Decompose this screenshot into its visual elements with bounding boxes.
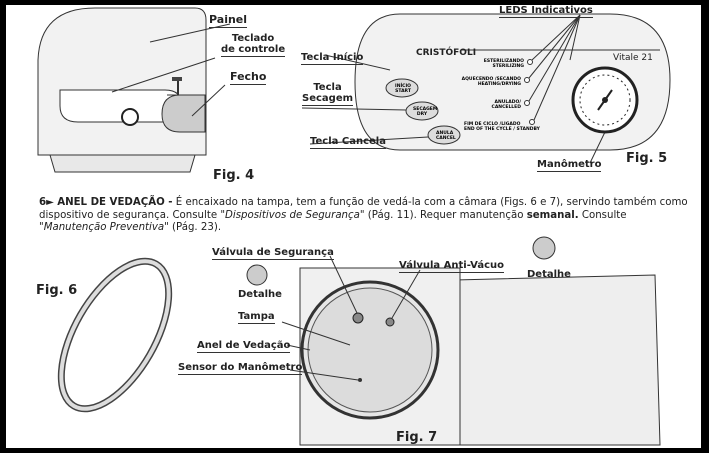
fig4-caption: Fig. 4 [213,168,255,183]
control-panel-illustration [301,13,671,164]
led-label-l2: HEATING/DRYING [477,82,521,87]
label-sensor-manometro: Sensor do Manômetro [178,362,303,375]
label-tecla-secagem-1: Tecla [313,82,342,93]
section-number: 6► [39,197,54,208]
label-valvula-seguranca: Válvula de Segurança [212,247,334,260]
brand-logo: CRISTÓFOLI [416,48,477,58]
label-valvula-anti-vacuo: Válvula Anti-Vácuo [399,260,505,273]
ref-manutencao: Manutenção Preventiva [43,222,165,233]
label-teclado-2: de controle [221,44,286,55]
label-fecho: Fecho [230,70,267,85]
led-label-l2: STERILIZING [492,64,524,69]
led-label-l1: FIM DE CICLO /LIGADO [464,122,521,127]
fig7-caption: Fig. 7 [396,430,438,445]
text3: Consulte " [39,209,627,234]
start-button-l2: START [395,89,411,94]
label-tecla-inicio: Tecla Início [301,52,364,65]
dry-button-l2: DRY [416,112,428,117]
label-teclado-1: Teclado [231,33,275,44]
led-label-l2: CANCELLED [491,105,521,110]
label-tampa: Tampa [238,311,275,324]
label-leds: LEDS Indicativos [499,5,593,18]
autoclave-front-illustration [37,7,231,173]
dry-button-l1: SECAGEM [413,107,438,112]
text2: " (Pág. 11). Requer manutenção [359,209,527,221]
sealing-ring-illustration [57,257,173,413]
text4: " (Pág. 23). [164,222,222,233]
led-cancelled: ANULADO/CANCELLED [486,100,521,110]
cancel-button-l2: CANCEL [436,136,456,141]
bold-semanal: semanal. [526,209,579,221]
label-tecla-cancela: Tecla Cancela [310,136,386,149]
led-label-l1: AQUECENDO /SECANDO [461,77,521,82]
label-tecla-secagem-2: Secagem [302,93,354,104]
model-name: Vitale 21 [613,53,653,63]
section-6-paragraph: 6► ANEL DE VEDAÇÃO - É encaixado na tamp… [39,197,689,235]
led-label-l1: ESTERILIZANDO [483,59,524,64]
label-detalhe-1: Detalhe [238,289,282,300]
fig6-caption: Fig. 6 [36,283,78,298]
led-label-l1: ANULADO/ [494,100,521,105]
cancel-button-l1: ANULA [436,131,454,136]
label-detalhe-2: Detalhe [527,269,571,280]
label-manometro: Manômetro [537,159,602,172]
label-painel: Painel [209,13,248,28]
ref-dispositivos: Dispositivos de Segurança [225,209,360,221]
section-title: ANEL DE VEDAÇÃO - [57,197,173,208]
led-label-l2: END OF THE CYCLE / STANDBY [464,127,540,132]
fig5-caption: Fig. 5 [626,151,668,166]
start-button-l1: INÍCIO [395,84,411,89]
illustrations [37,7,671,446]
autoclave-open-illustration [246,236,661,446]
text1: É encaixado na tampa, tem a função de ve… [39,197,688,221]
label-anel-vedacao: Anel de Vedação [197,340,291,353]
